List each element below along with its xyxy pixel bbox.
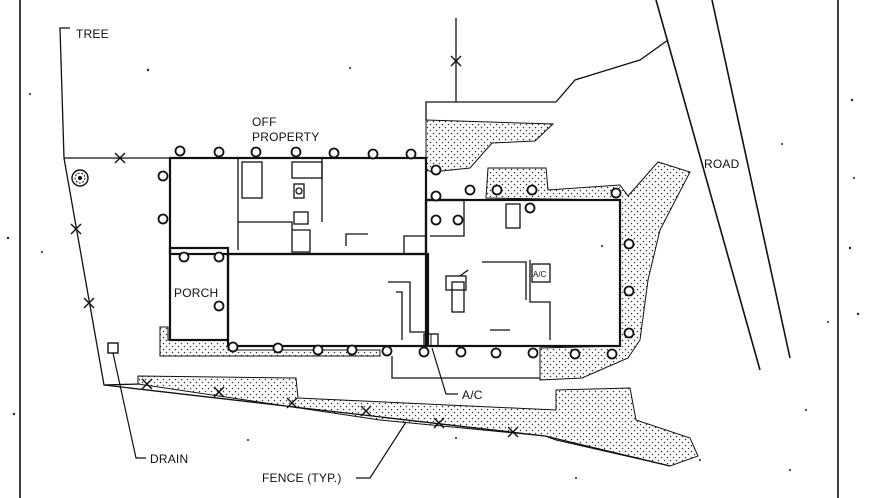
x-mark-icon [83, 297, 95, 309]
off-property-label-line2: PROPERTY [252, 130, 319, 144]
x-mark-icon [286, 397, 298, 409]
road [655, 0, 791, 371]
shower [291, 161, 323, 179]
lot-boundary [59, 18, 671, 467]
page-frame [19, 0, 839, 498]
x-mark-icon [450, 55, 462, 67]
kitchen-fixture [505, 203, 521, 229]
x-mark-icon [114, 152, 126, 164]
stippled-areas [137, 119, 699, 467]
labels: TREE OFF PROPERTY ROAD PORCH A/C A/C DRA… [76, 27, 740, 485]
x-mark-icon [70, 223, 82, 235]
interior [237, 158, 551, 347]
ac-callout-label: A/C [462, 388, 483, 402]
house-footprint [168, 156, 622, 348]
x-mark-icon [213, 386, 225, 398]
toilet [293, 183, 305, 199]
x-mark-icon [360, 405, 372, 417]
drain-box-icon [107, 342, 146, 459]
stipple-front-strip [159, 326, 381, 357]
drain-label: DRAIN [150, 452, 188, 466]
x-mark-icon [433, 417, 445, 429]
porch-label: PORCH [174, 286, 218, 300]
ac-indoor-label: A/C [533, 270, 547, 279]
stipple-top-block [425, 119, 555, 173]
ac-indoor-box [531, 263, 551, 283]
x-mark-icon [507, 426, 519, 438]
sink [293, 211, 309, 225]
fence-markers [70, 55, 519, 438]
x-mark-icon [141, 378, 153, 390]
bathtub [241, 161, 263, 199]
piers [157, 145, 635, 360]
water-heater [451, 281, 465, 313]
fence-label: FENCE (TYP.) [262, 471, 342, 485]
road-label: ROAD [704, 157, 740, 171]
tree-label: TREE [76, 27, 109, 41]
specks [6, 67, 860, 479]
leaders [356, 347, 458, 479]
off-property-label-line1: OFF [252, 115, 277, 129]
tree-symbol-icon [71, 169, 89, 187]
stipple-driveway [485, 161, 691, 381]
